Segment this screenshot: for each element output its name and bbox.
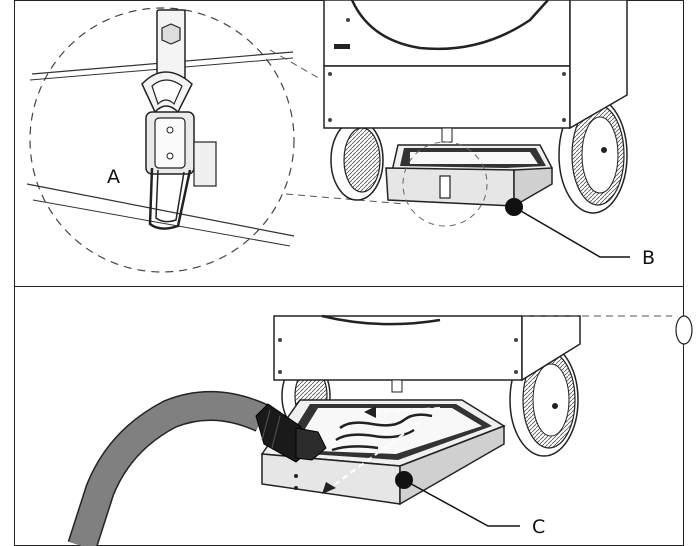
detail-magnifier: A: [26, 7, 295, 273]
detail-connector-lines: [269, 49, 406, 205]
flow-arrow-in: [371, 407, 441, 413]
vacuum-hose: [67, 390, 327, 546]
callout-c: C: [395, 471, 545, 538]
flow-arrow-out: [329, 421, 421, 489]
callout-label-c: C: [532, 516, 545, 538]
drip-tray-bottom: [260, 399, 506, 506]
dryer-unit-bottom: [273, 314, 693, 457]
callout-label-a: A: [107, 166, 120, 188]
latch-clamp-detail: [141, 9, 217, 230]
top-panel: A: [26, 0, 655, 273]
callout-b: B: [505, 198, 655, 269]
drip-tray-top: [385, 141, 553, 227]
dryer-unit-top: [323, 0, 628, 214]
callout-label-b: B: [642, 247, 655, 269]
bottom-panel: C: [67, 314, 693, 546]
